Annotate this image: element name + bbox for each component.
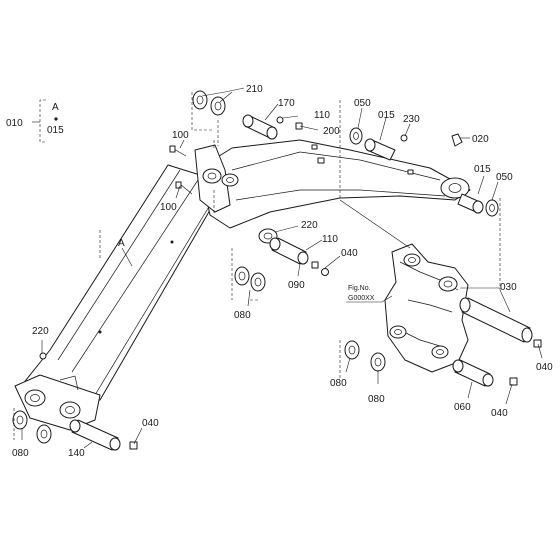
fig-ref-label: Fig.No. [348,285,371,292]
assembly-lines [13,92,501,440]
pin-015-right [457,193,484,214]
callout-140: 140 [68,448,85,459]
callout-030: 030 [500,282,517,293]
callout-170: 170 [278,98,295,109]
fig-reference: Fig.No. G000XX [346,285,393,303]
callout-040-mid: 040 [341,248,358,259]
callout-090: 090 [288,280,305,291]
bolts [39,116,542,450]
callout-015-right: 015 [474,164,491,175]
callout-040-right: 040 [536,362,553,373]
arm-body [14,139,471,431]
callout-080-b2: 080 [368,394,385,405]
pin-060 [452,359,494,387]
callout-230: 230 [403,114,420,125]
callout-200: 200 [323,126,340,137]
callout-040-br: 040 [491,408,508,419]
callout-220-mid: 220 [301,220,318,231]
callout-040-bot: 040 [142,418,159,429]
callout-labels: 210 170 110 200 050 015 230 020 100 100 … [12,84,553,459]
washers [12,90,499,444]
callout-A-legend: A [52,102,59,113]
callout-210: 210 [246,84,263,95]
callout-220-left: 220 [32,326,49,337]
legend: 010 A 015 [6,99,64,143]
pin-030 [459,297,533,343]
pin-170 [242,114,278,140]
callout-100-top: 100 [172,130,189,141]
callout-110-top: 110 [314,110,330,121]
pin-090 [269,237,309,265]
callout-080-b1: 080 [330,378,347,389]
callout-A-arm: A [118,238,125,249]
callout-110-mid: 110 [322,234,338,245]
leader-lines [21,87,543,449]
callout-050-right: 050 [496,172,513,183]
pin-015-top [364,138,396,161]
callout-080-mid: 080 [234,310,251,321]
bucket-link-bracket [384,243,469,373]
callout-015-top: 015 [378,110,395,121]
callout-015-legend: 015 [47,125,64,136]
callout-050-top: 050 [354,98,371,109]
callout-060: 060 [454,402,471,413]
pin-140 [69,419,121,451]
callout-020: 020 [472,134,489,145]
callout-100-mid: 100 [160,202,177,213]
fig-ref-number: G000XX [348,295,375,302]
callout-010: 010 [6,118,23,129]
callout-080-bl: 080 [12,448,29,459]
